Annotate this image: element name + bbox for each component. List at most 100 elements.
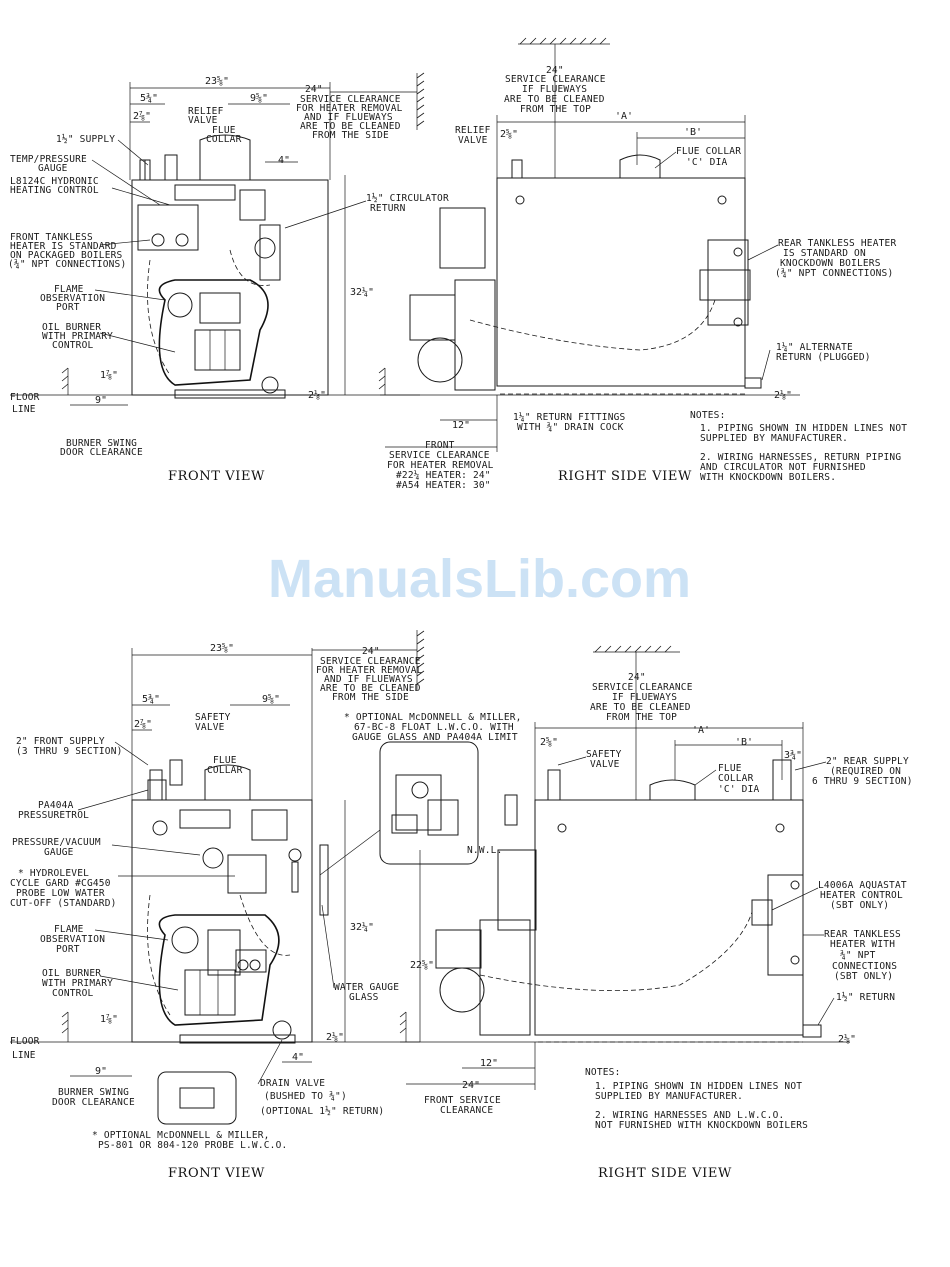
top-front-swing: 9" (95, 395, 107, 406)
notes-line: SUPPLIED BY MANUFACTURER. (595, 1091, 743, 1102)
notes-line: WITH KNOCKDOWN BOILERS. (700, 472, 836, 483)
hydro-line: CYCLE GARD #CG450 (10, 878, 111, 889)
top-side-notes: NOTES: (690, 410, 726, 421)
bottom-front-view: 23⅝" 24" SERVICE CLEARANCE FOR HEATER RE… (10, 630, 522, 1181)
bottom-front-flame: FLAME (54, 924, 84, 935)
service-line: ARE TO BE CLEANED (320, 683, 421, 694)
bottom-front-floor: FLOOR (10, 1036, 40, 1047)
service-line: FOR HEATER REMOVAL (296, 103, 403, 114)
service-line: SERVICE CLEARANCE (592, 682, 693, 693)
tankless-line: (¾" NPT CONNECTIONS) (775, 268, 893, 279)
top-front-view: 23⅝" 24" SERVICE CLEARANCE FOR HEATER RE… (8, 72, 449, 484)
oil-line: WITH PRIMARY (42, 331, 113, 342)
tankless-line: HEATER IS STANDARD (10, 241, 117, 252)
service-line: AND IF FLUEWAYS (324, 674, 413, 685)
tankless-line: HEATER WITH (830, 939, 895, 950)
swing-line: DOOR CLEARANCE (60, 447, 143, 458)
flame-line: PORT (56, 302, 80, 313)
top-front-temp: TEMP/PRESSURE (10, 154, 87, 165)
top-front-tankless: FRONT TANKLESS (10, 232, 93, 243)
alt-line: RETURN (PLUGGED) (776, 352, 871, 363)
tankless-line: (¾" NPT CONNECTIONS) (8, 259, 126, 270)
service-line: ARE TO BE CLEANED (300, 121, 401, 132)
service-line: FROM THE SIDE (312, 130, 389, 141)
top-side-tankless: REAR TANKLESS HEATER (778, 238, 896, 249)
front-line: #22¼ HEATER: 24" (396, 470, 491, 481)
drain-line: (OPTIONAL 1½" RETURN) (260, 1106, 384, 1117)
watermark: ManualsLib.com (268, 549, 691, 609)
notes-line: 2. WIRING HARNESSES, RETURN PIPING (700, 452, 901, 463)
safety-line: VALVE (590, 759, 620, 770)
bottom-front-offset1: 5¾" (142, 693, 160, 705)
top-front-supply: 1½" SUPPLY (56, 134, 115, 145)
top-front-title: FRONT VIEW (168, 469, 265, 484)
tankless-line: (SBT ONLY) (834, 971, 893, 982)
bottom-side-front-clearance: FRONT SERVICE (424, 1095, 501, 1106)
bottom-side-return: 1½" RETURN (836, 992, 895, 1003)
bottom-front-height: 32¼" (350, 921, 374, 933)
temp-line: GAUGE (38, 163, 68, 174)
service-line: FROM THE TOP (606, 712, 677, 723)
service-line: SERVICE CLEARANCE (320, 656, 421, 667)
hydro-line: CUT-OFF (STANDARD) (10, 898, 117, 909)
front-line: #A54 HEATER: 30" (396, 480, 491, 491)
top-front-four: 4" (278, 155, 290, 166)
press-line: GAUGE (44, 847, 74, 858)
bottom-side-l4006: L4006A AQUASTAT (818, 880, 907, 891)
bottom-front-four: 4" (292, 1052, 304, 1063)
bottom-front-gauge: WATER GAUGE (334, 982, 399, 993)
notes-line: 2. WIRING HARNESSES AND L.W.C.O. (595, 1110, 784, 1121)
top-front-l8124: L8124C HYDRONIC (10, 176, 99, 187)
bottom-side-title: RIGHT SIDE VIEW (598, 1166, 732, 1181)
top-side-front-clearance: FRONT (425, 440, 455, 451)
bottom-front-service: 24" (362, 646, 380, 657)
top-front-oil: OIL BURNER (42, 322, 101, 333)
top-side-twelve: 12" (452, 420, 470, 431)
bottom-side-tankless: REAR TANKLESS (824, 929, 901, 940)
top-side-relief-dim: 2⅝" (500, 128, 518, 140)
service-line: FOR HEATER REMOVAL (316, 665, 423, 676)
front-line: CLEARANCE (440, 1105, 493, 1116)
bottom-front-title: FRONT VIEW (168, 1166, 265, 1181)
ps801-line: PS-801 OR 804-120 PROBE L.W.C.O. (98, 1140, 287, 1151)
fittings-line: WITH ¾" DRAIN COCK (517, 422, 624, 433)
service-line: FROM THE TOP (520, 104, 591, 115)
tankless-line: KNOCKDOWN BOILERS (780, 258, 881, 269)
notes-line: AND CIRCULATOR NOT FURNISHED (700, 462, 866, 473)
hydro-line: PROBE LOW WATER (16, 888, 105, 899)
bottom-side-nwl: N.W.L. (467, 845, 503, 856)
supply-line: (3 THRU 9 SECTION) (16, 746, 123, 757)
flue-line: COLLAR (207, 765, 243, 776)
notes-line: NOT FURNISHED WITH KNOCKDOWN BOILERS (595, 1120, 808, 1131)
bottom-front-offset2: 2⅞" (134, 718, 152, 730)
service-line: SERVICE CLEARANCE (300, 94, 401, 105)
top-front-offset3: 9⅝" (250, 92, 268, 104)
top-front-relief: RELIEF (188, 106, 224, 117)
flue-line: 'C' DIA (718, 784, 760, 795)
bottom-front-optional: * OPTIONAL McDONNELL & MILLER, (344, 712, 522, 723)
flue-line: COLLAR (718, 773, 754, 784)
bottom-side-rear-supply: 2" REAR SUPPLY (826, 756, 909, 767)
bottom-front-hydro: * HYDROLEVEL (18, 868, 89, 879)
bottom-side-front-dim: 24" (462, 1080, 480, 1091)
swing-line: DOOR CLEARANCE (52, 1097, 135, 1108)
top-front-swing-label: BURNER SWING (66, 438, 137, 449)
bottom-front-width: 23⅝" (210, 642, 234, 654)
floor-line: LINE (12, 404, 36, 415)
service-line: ARE TO BE CLEANED (504, 94, 605, 105)
flue-line: COLLAR (206, 134, 242, 145)
top-side-relief: RELIEF (455, 125, 491, 136)
l4006-line: (SBT ONLY) (830, 900, 889, 911)
relief-line: VALVE (188, 115, 218, 126)
bottom-side-return-dim: 2⅛" (838, 1033, 856, 1045)
bottom-front-drain: DRAIN VALVE (260, 1078, 325, 1089)
top-front-height: 32¼" (350, 286, 374, 298)
top-front-offset1: 5¾" (140, 92, 158, 104)
bottom-side-view: 24" SERVICE CLEARANCE IF FLUEWAYS ARE TO… (399, 645, 913, 1181)
top-front-base: 2⅛" (308, 389, 326, 401)
bottom-front-ps801: * OPTIONAL McDONNELL & MILLER, (92, 1130, 270, 1141)
tankless-line: IS STANDARD ON (783, 248, 866, 259)
top-side-title: RIGHT SIDE VIEW (558, 469, 692, 484)
rear-supply-line: 6 THRU 9 SECTION) (812, 776, 913, 787)
